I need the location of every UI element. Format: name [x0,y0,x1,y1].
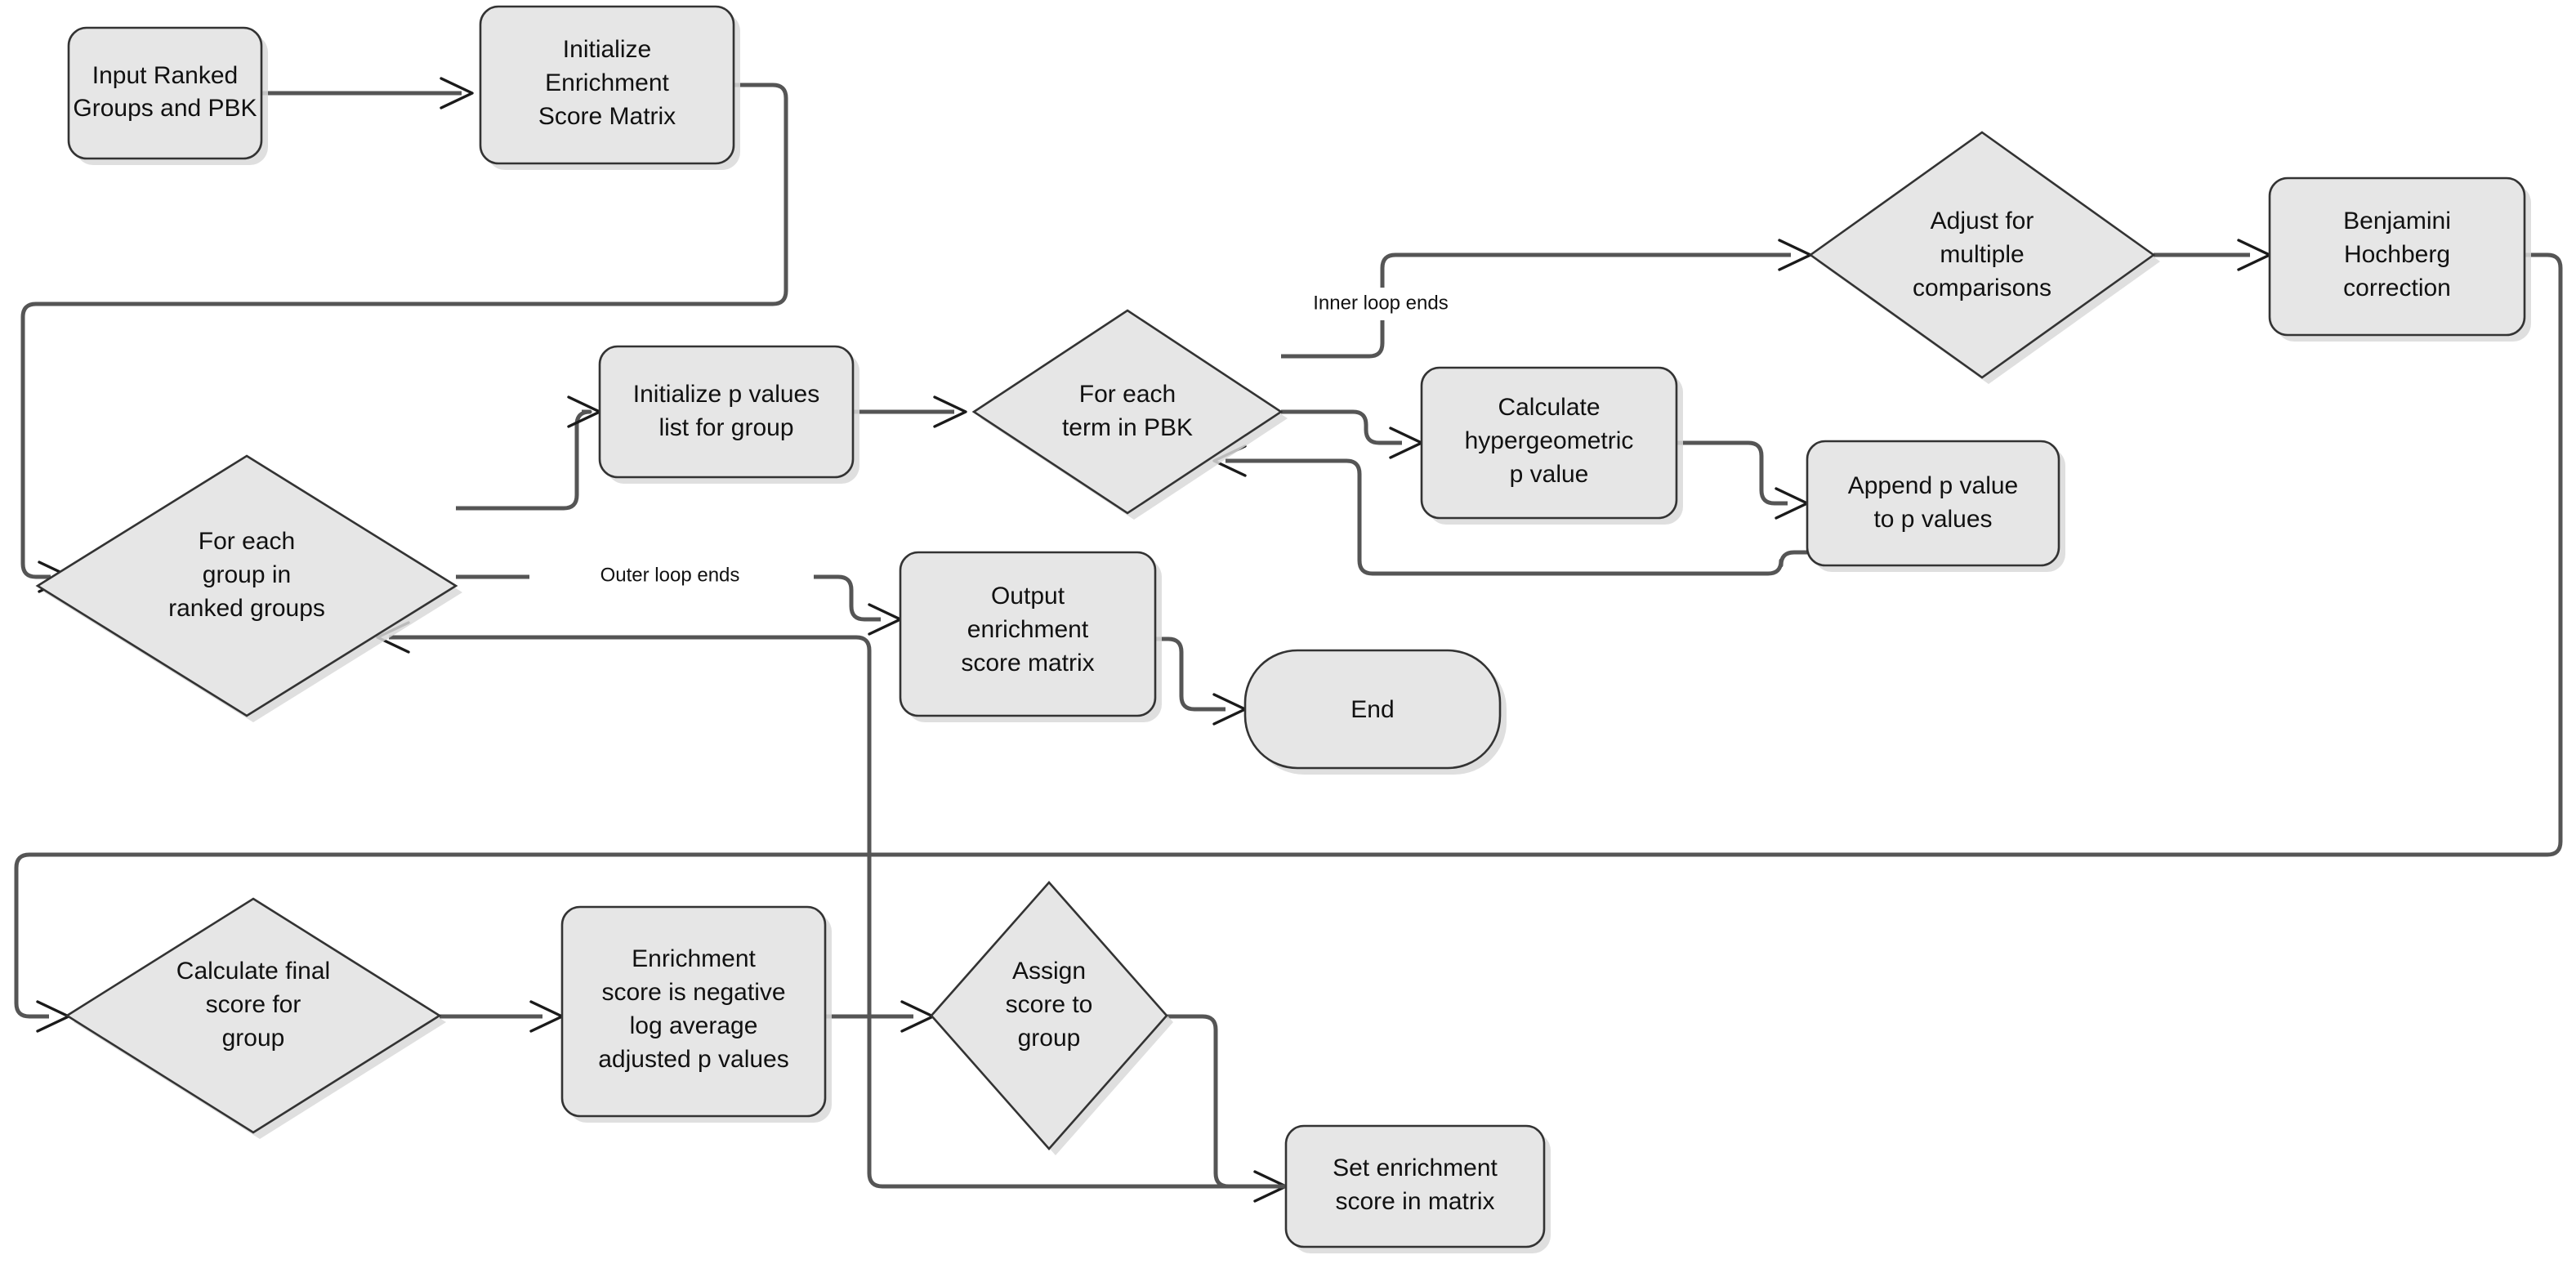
node-body [1284,1124,1546,1248]
edge-for-each-term-to-calculate-p [1281,409,1423,459]
edge-adjust-to-benjamini [2154,239,2271,271]
node-calculate-final-score[interactable]: Calculate final score for group [65,897,446,1139]
node-label-line: Groups and PBK [73,95,257,122]
node-label-line: term in PBK [1062,414,1193,441]
edge-label-inner-loop-ends-text: Inner loop ends [1313,292,1448,314]
edge-label-outer-loop-ends: Outer loop ends [529,561,814,593]
node-label-line: Enrichment [545,69,669,96]
node-label-line: list for group [659,414,793,441]
node-body [67,26,263,160]
node-label-line: Set enrichment [1333,1155,1498,1181]
node-input-ranked-groups[interactable]: Input Ranked Groups and PBK [67,26,268,165]
node-label-line: Initialize p values [633,381,819,408]
node-initialize-enrichment-score-matrix[interactable]: Initialize Enrichment Score Matrix [479,5,740,170]
node-body [971,309,1284,515]
node-for-each-group-in-ranked-groups[interactable]: For each group in ranked groups [35,454,462,722]
node-label-line: Score Matrix [538,103,676,130]
node-label-line: enrichment [967,616,1089,643]
edge-layer [14,77,2563,1203]
edge-benjamini-to-calculate-final [14,252,2563,1033]
node-set-enrichment-score-in-matrix[interactable]: Set enrichment score in matrix [1284,1124,1551,1253]
node-label-line: Initialize [563,36,651,63]
node-label-line: adjusted p values [598,1046,789,1073]
node-label-line: Input Ranked [92,62,238,89]
node-label-line: p value [1510,461,1589,488]
node-label-line: score to [1006,991,1093,1018]
node-label-line: score in matrix [1335,1188,1494,1215]
node-body [1808,131,2156,379]
node-adjust-for-multiple-comparisons[interactable]: Adjust for multiple comparisons [1808,131,2160,384]
node-label-line: comparisons [1913,275,2051,301]
node-append-p-value[interactable]: Append p value to p values [1806,440,2065,572]
node-label-line: Adjust for [1931,208,2034,234]
edge-enrichment-score-to-assign [825,1000,935,1033]
edge-for-each-group-to-init-p-values [456,395,601,511]
node-body [899,551,1157,717]
node-body [35,454,458,717]
edge-output-to-end [1155,636,1247,726]
node-initialize-p-values-list[interactable]: Initialize p values list for group [598,345,859,484]
node-label-line: Benjamini [2343,208,2451,234]
node-label-line: Calculate [1498,394,1600,421]
node-benjamini-hochberg-correction[interactable]: Benjamini Hochberg correction [2268,176,2531,342]
node-body [65,897,442,1134]
node-label-line: For each [199,528,295,555]
node-label-line: log average [630,1012,758,1039]
node-label-line: Append p value [1848,472,2019,499]
node-for-each-term-in-pbk[interactable]: For each term in PBK [971,309,1288,520]
node-body [1806,440,2060,567]
edge-calculate-p-to-append [1676,440,1809,520]
node-label-line: group in [203,561,291,588]
edge-assign-to-set-matrix [1167,1014,1288,1203]
edge-label-outer-loop-ends-text: Outer loop ends [600,564,740,586]
node-body [1243,649,1502,770]
edge-init-p-values-to-for-each-term [853,395,967,428]
node-layer: Input Ranked Groups and PBK Initialize E… [35,5,2531,1253]
node-label-line: group [222,1025,285,1052]
node-label-line: score for [206,991,301,1018]
node-output-enrichment-score-matrix[interactable]: Output enrichment score matrix [899,551,1162,722]
node-body [930,881,1168,1150]
node-enrichment-score-negative-log[interactable]: Enrichment score is negative log average… [560,905,832,1123]
edge-label-inner-loop-ends: Inner loop ends [1242,288,1520,320]
node-label-line: hypergeometric [1465,427,1634,454]
node-body [1420,366,1678,520]
node-label-line: correction [2343,275,2451,301]
node-label-line: Hochberg [2344,241,2450,268]
node-label-line: Calculate final [176,958,330,985]
edge-label-layer: Inner loop ends Outer loop ends [529,288,1520,593]
node-calculate-hypergeometric-p-value[interactable]: Calculate hypergeometric p value [1420,366,1683,525]
node-label-line: Assign [1012,958,1086,985]
node-body [598,345,855,479]
node-body [560,905,827,1118]
node-label-line: score is negative [601,979,785,1006]
edge-calculate-final-to-enrichment-score [440,1000,564,1033]
node-label-line: score matrix [961,650,1094,677]
node-body [479,5,735,165]
node-label-line: Enrichment [632,945,756,972]
edge-input-to-init-matrix [261,77,474,109]
node-label-line: multiple [1940,241,2024,268]
node-label-line: ranked groups [168,595,325,622]
node-label-line: Output [991,583,1065,610]
node-body [2268,176,2526,337]
node-label-line: For each [1079,381,1176,408]
node-label-line: group [1018,1025,1081,1052]
node-label-line: End [1351,696,1394,723]
node-end[interactable]: End [1243,649,1507,775]
node-assign-score-to-group[interactable]: Assign score to group [930,881,1173,1155]
node-label-line: to p values [1873,506,1992,533]
